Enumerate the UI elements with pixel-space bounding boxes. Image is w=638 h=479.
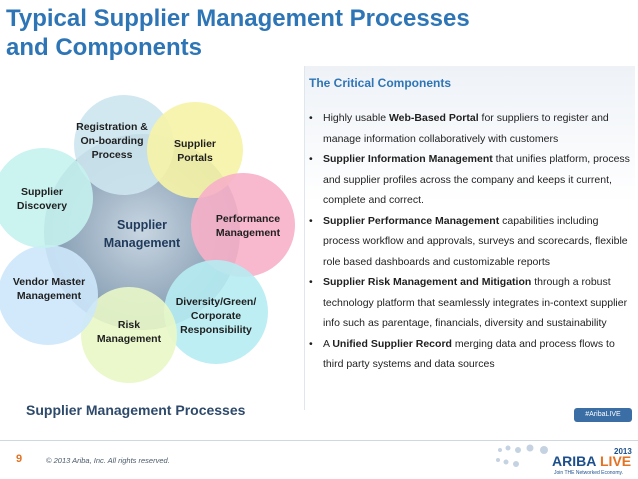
center-label-line-1: Supplier	[116, 218, 167, 232]
bullet-bold: Supplier Performance Management	[323, 214, 500, 227]
bubble-label-portals: Supplier Portals	[160, 137, 230, 165]
bubble-label-registration: Registration & On-boarding Process	[64, 120, 160, 162]
dot-pattern-icon	[496, 444, 548, 467]
bullet-bold: Web-Based Portal	[388, 112, 479, 124]
bubble-label-performance: Performance Management	[200, 212, 296, 240]
bubble-label-discovery: Supplier Discovery	[4, 185, 80, 213]
brand-name-a: ARIBA	[552, 453, 596, 469]
bullet-icon: •	[309, 153, 313, 165]
performance-line-1: Performance	[215, 213, 281, 225]
bullet-text: that unifies platform, process and suppl…	[323, 153, 630, 206]
portals-line-1: Supplier	[173, 138, 216, 150]
bullet-text: Highly usable	[323, 112, 389, 124]
bubble-label-risk: Risk Management	[84, 318, 174, 346]
ariba-live-logo: 2013 ARIBA LIVE Join THE Networked Econo…	[496, 444, 632, 476]
page-number: 9	[16, 453, 23, 465]
bubble-performance	[191, 173, 295, 277]
bullet-bold: Supplier Information Management	[323, 153, 493, 165]
center-label-line-2: Management	[103, 236, 181, 250]
discovery-line-1: Supplier	[20, 186, 63, 198]
bullet-icon: •	[309, 112, 313, 124]
bubble-label-vendor: Vendor Master Management	[2, 275, 96, 303]
list-item: • Highly usable Web-Based Portal for sup…	[309, 108, 631, 149]
performance-line-2: Management	[215, 227, 281, 239]
diversity-line-3: Responsibility	[180, 324, 252, 336]
list-item: • Supplier Performance Management capabi…	[309, 211, 631, 273]
bullet-icon: •	[309, 276, 313, 288]
diversity-line-2: Corporate	[190, 310, 242, 322]
components-panel	[304, 66, 635, 410]
bullet-bold: Supplier Risk Management and Mitigation	[323, 276, 532, 288]
brand-year: 2013	[614, 447, 632, 456]
bullet-text: for suppliers to register and manage inf…	[323, 112, 609, 145]
bubble-label-diversity: Diversity/Green/ Corporate Responsibilit…	[164, 295, 268, 337]
bubble-discovery	[0, 148, 93, 248]
bubble-portals	[147, 102, 243, 198]
registration-line-3: Process	[91, 149, 133, 161]
diagram-caption: Supplier Management Processes	[26, 402, 246, 418]
panel-title: The Critical Components	[309, 76, 452, 90]
bubble-registration	[74, 95, 174, 195]
bubble-risk	[81, 287, 177, 383]
bullet-bold: Unified Supplier Record	[332, 337, 452, 350]
slide-title-line-1: Typical Supplier Management Processes	[6, 5, 470, 32]
bubble-vendor	[0, 245, 98, 345]
registration-line-2: On-boarding	[80, 135, 144, 147]
slide-title-line-2: and Components	[6, 34, 202, 61]
portals-line-2: Portals	[177, 152, 213, 164]
component-list: • Highly usable Web-Based Portal for sup…	[309, 108, 631, 375]
brand-tagline: Join THE Networked Economy.	[554, 470, 623, 476]
registration-line-1: Registration &	[76, 121, 148, 133]
vendor-line-2: Management	[16, 290, 82, 302]
list-item: • Supplier Information Management that u…	[309, 149, 631, 211]
bullet-text: merging data and process flows to third …	[323, 337, 615, 371]
discovery-line-2: Discovery	[16, 200, 68, 212]
list-item: • Supplier Risk Management and Mitigatio…	[309, 272, 631, 334]
vendor-line-1: Vendor Master	[12, 276, 86, 288]
hashtag-badge: #AribaLIVE	[574, 408, 632, 422]
bubble-diversity	[164, 260, 268, 364]
bullet-icon: •	[309, 214, 313, 227]
center-label: Supplier Management	[92, 216, 192, 252]
slide-title: Typical Supplier Management Processes an…	[6, 4, 606, 62]
risk-line-2: Management	[96, 333, 162, 345]
bullet-text: through a robust technology platform tha…	[323, 276, 628, 329]
diversity-line-1: Diversity/Green/	[175, 296, 257, 308]
brand-name-b: LIVE	[600, 453, 631, 469]
footer-divider	[0, 440, 638, 441]
copyright-text: © 2013 Ariba, Inc. All rights reserved.	[46, 456, 170, 465]
bullet-icon: •	[309, 337, 313, 350]
risk-line-1: Risk	[117, 319, 141, 331]
bullet-text: A	[323, 337, 333, 350]
list-item: • A Unified Supplier Record merging data…	[309, 334, 631, 375]
bullet-text: capabilities including process workflow …	[323, 214, 628, 268]
